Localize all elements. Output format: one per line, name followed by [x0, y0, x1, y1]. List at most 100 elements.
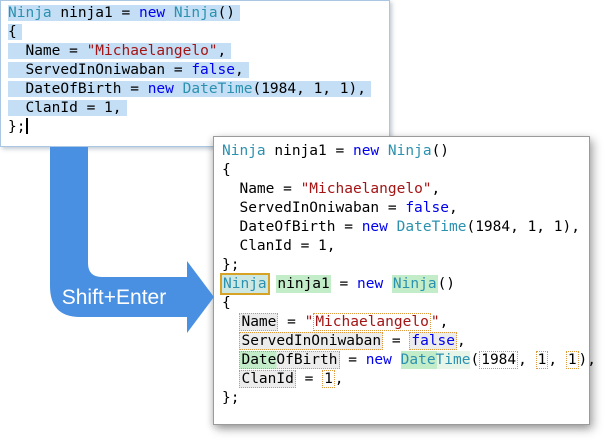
code-token: ninja1 =	[51, 5, 139, 21]
code-line: {	[222, 161, 589, 180]
code-token	[222, 333, 239, 349]
code-token	[388, 219, 397, 235]
code-token	[165, 5, 174, 21]
code-line: DateOfBirth = new DateTime(1984, 1, 1),	[222, 351, 596, 370]
code-token	[222, 352, 239, 368]
code-token: Ninja	[173, 5, 218, 21]
code-token: new	[352, 143, 380, 159]
text-selection: DateOfBirth = new DateTime(1984, 1, 1),	[8, 81, 371, 97]
code-line: DateOfBirth = new DateTime(1984, 1, 1),	[222, 218, 589, 237]
code-token: ,	[548, 352, 566, 368]
code-line: ClanId = 1,	[8, 99, 389, 118]
code-token: =	[295, 371, 323, 387]
code-line: ServedInOniwaban = false,	[8, 61, 389, 80]
code-token: ()	[217, 5, 236, 21]
code-token: (	[470, 352, 480, 368]
code-token: DateTime	[396, 219, 467, 235]
code-line: {	[8, 23, 389, 42]
text-caret	[26, 118, 28, 134]
code-token: DateOfBirth =	[222, 219, 362, 235]
code-token: ,	[431, 181, 441, 197]
arrow-graphic: Shift+Enter	[50, 147, 214, 333]
code-token: Name =	[222, 181, 301, 197]
code-token: ,	[439, 314, 449, 330]
text-selection: Name = "Michaelangelo",	[8, 43, 232, 59]
code-token: (1984, 1, 1),	[252, 81, 366, 97]
code-token: "Michaelangelo"	[86, 43, 218, 59]
code-token	[174, 81, 183, 97]
text-selection: Ninja ninja1 = new Ninja()	[8, 5, 241, 21]
code-token: new	[138, 5, 166, 21]
code-token: =	[339, 352, 366, 368]
highlighted-token: 1	[565, 351, 579, 369]
code-token: "Michaelangelo"	[300, 181, 432, 197]
code-token: ,	[217, 43, 227, 59]
code-editor-snippet-before[interactable]: Ninja ninja1 = new Ninja(){ Name = "Mich…	[0, 0, 390, 147]
code-token: {	[222, 162, 231, 178]
code-line: Name = "Michaelangelo",	[8, 42, 389, 61]
code-token	[222, 371, 239, 387]
code-token: ()	[437, 276, 456, 292]
code-token: "	[304, 314, 314, 330]
code-token: =	[278, 314, 305, 330]
code-token: ,	[448, 200, 458, 216]
highlighted-token: DateTime	[400, 351, 471, 369]
code-token: };	[222, 257, 240, 273]
code-token: new	[365, 352, 392, 368]
code-line: Ninja ninja1 = new Ninja()	[222, 142, 589, 161]
shift-enter-label: Shift+Enter	[62, 286, 166, 309]
code-token: ClanId = 1,	[8, 100, 122, 116]
code-line: Ninja ninja1 = new Ninja()	[8, 4, 389, 23]
shift-enter-arrow: Shift+Enter	[40, 140, 225, 345]
highlighted-token: 1984	[479, 351, 519, 369]
highlighted-token: Michaelangelo	[313, 313, 431, 331]
code-line: };	[8, 118, 389, 137]
code-token: Ninja	[222, 143, 266, 159]
code-token: Name =	[8, 43, 87, 59]
code-line: ClanId = 1,	[222, 370, 589, 389]
text-selection: ServedInOniwaban = false,	[8, 62, 249, 78]
highlighted-token: Ninja	[391, 275, 438, 293]
code-token: };	[8, 119, 26, 135]
highlighted-token: ServedInOniwaban	[239, 332, 384, 350]
highlighted-token: ClanId	[239, 370, 296, 388]
code-token	[222, 314, 239, 330]
code-token: DateOfBirth =	[8, 81, 148, 97]
code-token: new	[361, 219, 388, 235]
code-token	[383, 276, 392, 292]
code-token: ServedInOniwaban =	[8, 62, 192, 78]
code-line: };	[222, 389, 589, 408]
code-token: ,	[334, 371, 344, 387]
code-token: DateTime	[182, 81, 253, 97]
code-token: ,	[234, 62, 244, 78]
highlighted-token: 1	[322, 370, 335, 388]
code-line: {	[222, 294, 589, 313]
text-selection: {	[8, 24, 22, 40]
code-token: ninja1 =	[265, 143, 353, 159]
code-token: =	[383, 333, 410, 349]
code-token: ,	[457, 333, 466, 349]
code-token	[392, 352, 401, 368]
code-line: ServedInOniwaban = false,	[222, 199, 589, 218]
code-token: ),	[578, 352, 597, 368]
code-token: false	[191, 62, 235, 78]
code-line: Name = "Michaelangelo",	[222, 180, 589, 199]
code-line: Ninja ninja1 = new Ninja()	[222, 275, 589, 294]
code-token: new	[147, 81, 174, 97]
code-token: (1984, 1, 1),	[466, 219, 580, 235]
code-token: };	[222, 390, 240, 406]
code-token: Ninja	[387, 143, 432, 159]
code-token: {	[8, 24, 17, 40]
code-token: ,	[518, 352, 536, 368]
highlighted-token: ninja1	[276, 275, 331, 293]
code-token: "	[430, 314, 440, 330]
code-token: Ninja	[8, 5, 52, 21]
interactive-window-after[interactable]: Ninja ninja1 = new Ninja(){ Name = "Mich…	[213, 136, 596, 425]
code-token: ()	[431, 143, 450, 159]
text-selection: ClanId = 1,	[8, 100, 127, 116]
code-line: ServedInOniwaban = false,	[222, 332, 589, 351]
code-line: DateOfBirth = new DateTime(1984, 1, 1),	[8, 80, 389, 99]
highlighted-token: 1	[535, 351, 549, 369]
arrow-shape	[50, 147, 214, 333]
code-token: =	[330, 276, 357, 292]
